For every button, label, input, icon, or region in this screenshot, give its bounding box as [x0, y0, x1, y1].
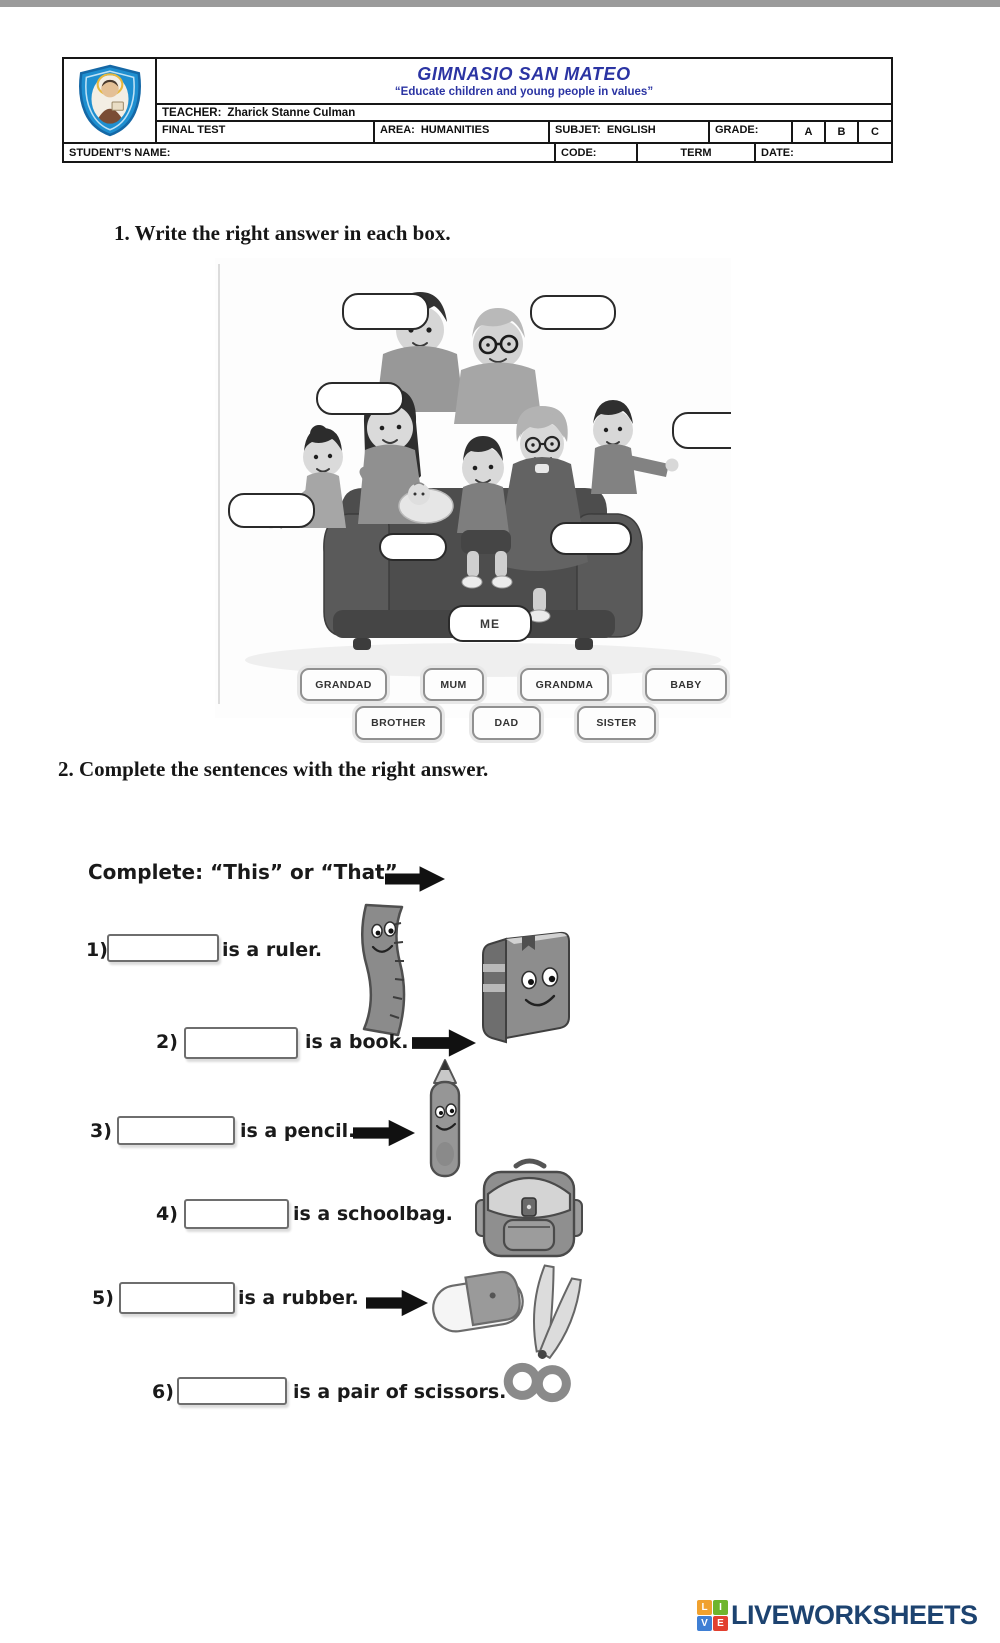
- header-right: GIMNASIO SAN MATEO “Educate children and…: [157, 59, 891, 142]
- answer-box-grandad[interactable]: [530, 295, 616, 330]
- family-scene: [218, 264, 721, 704]
- family-illustration: ME: [215, 258, 731, 718]
- answer-box-brother[interactable]: [672, 412, 731, 449]
- answer-box-mum[interactable]: [316, 382, 404, 415]
- date-label: DATE:: [761, 146, 794, 159]
- ruler-image: [361, 903, 406, 1037]
- test-type-cell: FINAL TEST: [157, 122, 375, 142]
- word-chip-grandad: GRANDAD: [300, 668, 387, 701]
- school-name: GIMNASIO SAN MATEO: [417, 64, 631, 84]
- word-chip-grandma: GRANDMA: [520, 668, 609, 701]
- grade-label: GRADE:: [715, 124, 759, 136]
- item3-number: 3): [90, 1120, 112, 1142]
- answer-box-baby[interactable]: [379, 533, 447, 561]
- item5-number: 5): [92, 1287, 114, 1309]
- item2-number: 2): [156, 1031, 178, 1053]
- code-label: CODE:: [556, 144, 638, 161]
- word-chip-dad: DAD: [472, 706, 541, 740]
- word-chip-mum: MUM: [423, 668, 484, 701]
- brand-square-e: E: [713, 1616, 728, 1631]
- item5-arrow-icon: [366, 1289, 428, 1317]
- area-cell: AREA: HUMANITIES: [375, 122, 550, 142]
- item1-answer-box[interactable]: [107, 934, 219, 962]
- item3-answer-box[interactable]: [117, 1116, 235, 1145]
- brand-name: LIVEWORKSHEETS: [731, 1600, 978, 1630]
- header-bottom-row: STUDENT’S NAME: CODE: TERM DATE:: [64, 142, 891, 161]
- item1-text: is a ruler.: [222, 939, 323, 961]
- pencil-image: [429, 1059, 461, 1178]
- item2-answer-box[interactable]: [184, 1027, 298, 1059]
- instruction-arrow-icon: [385, 866, 445, 892]
- item5-answer-box[interactable]: [119, 1282, 235, 1314]
- term-label: TERM: [638, 144, 756, 161]
- item3-text: is a pencil.: [240, 1120, 356, 1142]
- school-logo-cell: [64, 59, 157, 142]
- rubber-image: [432, 1270, 524, 1333]
- question1-title: 1. Write the right answer in each box.: [114, 221, 451, 245]
- grade-option-a: A: [793, 122, 826, 142]
- baby-figure: [398, 482, 454, 524]
- item2-arrow-icon: [412, 1029, 476, 1057]
- item1-number: 1): [86, 939, 108, 961]
- student-name-label: STUDENT’S NAME:: [64, 144, 556, 161]
- brand-square-i: I: [713, 1600, 728, 1615]
- answer-box-sister[interactable]: [228, 493, 315, 528]
- scan-top-edge: [0, 0, 1000, 7]
- header-table: GIMNASIO SAN MATEO “Educate children and…: [62, 57, 893, 163]
- subject-cell: SUBJET: ENGLISH: [550, 122, 710, 142]
- header-row3: FINAL TEST AREA: HUMANITIES SUBJET: ENGL…: [157, 122, 891, 142]
- item6-text: is a pair of scissors. .: [293, 1381, 521, 1403]
- word-chip-baby: BABY: [645, 668, 727, 701]
- item2-text: is a book.: [305, 1031, 409, 1053]
- scissors-image: [503, 1264, 582, 1403]
- book-image: [482, 931, 570, 1044]
- brand-square-l: L: [697, 1600, 712, 1615]
- test-type: FINAL TEST: [162, 124, 226, 136]
- subject-value: ENGLISH: [606, 124, 656, 136]
- teacher-row: TEACHER: Zharick Stanne Culman: [157, 105, 891, 122]
- liveworksheets-logo: L I V E LIVEWORKSHEETS: [697, 1600, 978, 1631]
- word-chip-sister: SISTER: [577, 706, 656, 740]
- grandad-figure: [454, 308, 542, 424]
- item4-answer-box[interactable]: [184, 1199, 289, 1229]
- answer-box-grandma[interactable]: [550, 522, 632, 555]
- me-figure: [457, 436, 513, 589]
- header-title-row: GIMNASIO SAN MATEO “Educate children and…: [157, 59, 891, 105]
- item3-arrow-icon: [353, 1119, 415, 1147]
- item6-number: 6): [152, 1381, 174, 1403]
- brother-figure: [591, 400, 679, 494]
- teacher-name: Zharick Stanne Culman: [227, 106, 356, 119]
- word-chip-brother: BROTHER: [355, 706, 442, 740]
- schoolbag-image: [475, 1158, 583, 1258]
- teacher-label: TEACHER:: [162, 106, 222, 119]
- school-shield-icon: [78, 64, 141, 136]
- item6-answer-box[interactable]: [177, 1377, 287, 1405]
- item4-number: 4): [156, 1203, 178, 1225]
- area-label: AREA:: [380, 124, 415, 136]
- subject-label: SUBJET:: [555, 124, 601, 136]
- grade-option-c: C: [871, 126, 879, 138]
- item4-text: is a schoolbag.: [293, 1203, 453, 1225]
- school-motto: “Educate children and young people in va…: [394, 86, 654, 98]
- header-top: GIMNASIO SAN MATEO “Educate children and…: [64, 59, 891, 142]
- question2-title: 2. Complete the sentences with the right…: [58, 757, 489, 781]
- me-label-box: ME: [448, 605, 532, 642]
- q2-instruction: Complete: “This” or “That”: [88, 860, 398, 884]
- answer-box-dad[interactable]: [342, 293, 429, 330]
- grade-cell: GRADE:: [710, 122, 793, 142]
- brand-square-v: V: [697, 1616, 712, 1631]
- liveworksheets-grid-icon: L I V E: [697, 1600, 728, 1631]
- item5-text: is a rubber.: [238, 1287, 359, 1309]
- grade-option-b: B: [826, 122, 859, 142]
- area-value: HUMANITIES: [420, 124, 490, 136]
